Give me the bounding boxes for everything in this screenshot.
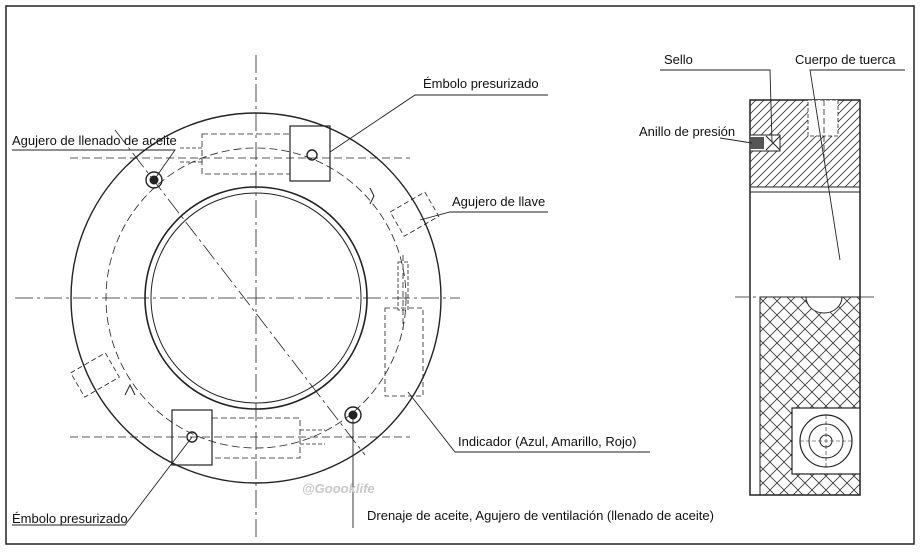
label-drain-vent: Drenaje de aceite, Agujero de ventilació… [367, 508, 714, 523]
indicator-slot [384, 307, 424, 397]
label-key-hole: Agujero de llave [452, 194, 546, 209]
label-seal: Sello [664, 52, 693, 67]
top-piston-hole [306, 149, 318, 161]
leader-piston-bottom [12, 436, 193, 526]
label-piston-bottom: Émbolo presurizado [12, 511, 128, 526]
label-piston-top: Émbolo presurizado [423, 76, 539, 91]
inner-bore [144, 186, 368, 410]
top-piston-block [289, 125, 331, 182]
label-pressure-ring: Anillo de presión [639, 124, 736, 139]
oil-fill-hole [145, 171, 163, 189]
watermark: @Goooklife [302, 481, 375, 496]
label-nut-body: Cuerpo de tuerca [795, 52, 896, 67]
outer-ring [70, 112, 442, 484]
leader-key-hole [419, 211, 548, 221]
leader-indicator [407, 391, 650, 453]
bolt-circle [105, 147, 407, 449]
leader-seal [660, 69, 773, 143]
leader-pressure-ring [719, 137, 753, 144]
section-view [660, 69, 905, 496]
leader-nut-body [809, 69, 905, 261]
label-oil-fill-hole: Agujero de llenado de aceite [12, 133, 177, 148]
leader-oil-fill [12, 149, 176, 181]
bottom-piston-hole [186, 431, 198, 443]
key-hole-left [70, 352, 120, 398]
frame-border [5, 5, 915, 545]
front-view [12, 55, 650, 540]
key-hole-right [389, 191, 440, 237]
leader-piston-top [329, 94, 548, 153]
label-indicator: Indicador (Azul, Amarillo, Rojo) [458, 434, 637, 449]
